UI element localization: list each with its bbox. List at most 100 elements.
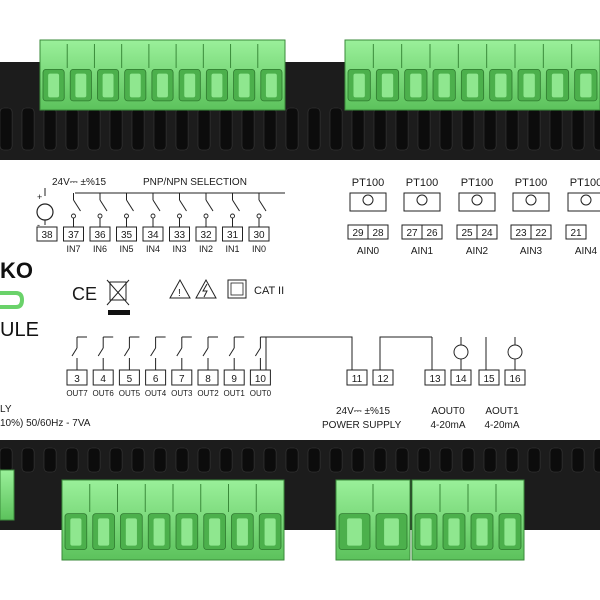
- output-channel-label: OUT5: [119, 389, 141, 398]
- pt100-label: PT100: [461, 177, 493, 189]
- analog-output-name: AOUT0: [431, 406, 465, 417]
- terminal-number: 12: [377, 374, 389, 385]
- terminal-box: [222, 226, 243, 242]
- analog-output-name: AOUT1: [485, 406, 519, 417]
- pt100-sensor-icon: [580, 194, 592, 206]
- analog-input-name: AIN4: [575, 246, 598, 257]
- terminal-block-edge[interactable]: [0, 469, 15, 521]
- weee-bin-icon: [106, 279, 130, 315]
- screw-slot: [48, 73, 60, 98]
- vent-slot: [505, 447, 519, 473]
- screw-slot: [476, 518, 488, 546]
- vent-slot: [461, 107, 475, 151]
- terminal-number: 5: [127, 374, 133, 385]
- terminal-number: 37: [68, 230, 80, 241]
- pt100-label: PT100: [570, 177, 600, 189]
- input-channel-label: IN2: [199, 244, 213, 254]
- ce-mark: CE: [72, 284, 97, 304]
- vent-slot: [593, 447, 600, 473]
- screw-slot: [347, 518, 362, 546]
- current-source-icon: [453, 344, 469, 360]
- input-switch-diagram: [71, 192, 285, 227]
- vent-slot: [0, 447, 13, 473]
- terminal-box: [248, 226, 270, 242]
- screw-slot: [98, 518, 110, 546]
- vent-slot: [373, 107, 387, 151]
- terminal-block-top-left[interactable]: [39, 39, 286, 111]
- screw-slot: [129, 73, 141, 98]
- terminal-box: [63, 226, 84, 242]
- vent-slot: [307, 447, 321, 473]
- vent-slot: [439, 447, 453, 473]
- terminal-number: 4: [100, 374, 106, 385]
- vent-slot: [571, 107, 585, 151]
- analog-input-name: AIN3: [520, 246, 543, 257]
- terminal-box: [116, 226, 137, 242]
- screw-slot: [438, 73, 450, 98]
- screw-slot: [504, 518, 516, 546]
- terminal-number: 16: [509, 374, 521, 385]
- vent-slot: [395, 107, 409, 151]
- vent-slot: [87, 107, 101, 151]
- vent-slot: [219, 107, 233, 151]
- analog-input-name: AIN0: [357, 246, 380, 257]
- category-label: CAT II: [254, 285, 284, 297]
- terminal-box: [424, 369, 446, 386]
- terminal-box: [367, 224, 389, 240]
- vent-slot: [593, 107, 600, 151]
- vent-slot: [153, 447, 167, 473]
- terminal-block-analog-out[interactable]: [411, 479, 525, 561]
- terminal-box: [530, 224, 552, 240]
- input-channel-label: IN5: [119, 244, 133, 254]
- screw-slot: [236, 518, 248, 546]
- vent-slot: [439, 107, 453, 151]
- input-channel-label: IN4: [146, 244, 160, 254]
- vent-slot: [153, 107, 167, 151]
- terminal-box: [476, 224, 498, 240]
- terminal-box: [223, 369, 245, 386]
- output-channel-label: OUT0: [250, 389, 272, 398]
- screw-slot: [420, 518, 432, 546]
- output-channel-label: OUT3: [171, 389, 193, 398]
- terminal-block-top-right[interactable]: [344, 39, 600, 111]
- terminal-number: 32: [200, 230, 212, 241]
- vent-slot: [43, 107, 57, 151]
- screw-slot: [551, 73, 564, 98]
- terminal-number: 28: [372, 228, 384, 239]
- pt100-label: PT100: [515, 177, 547, 189]
- vent-slot: [65, 107, 79, 151]
- screw-slot: [181, 518, 193, 546]
- terminal-number: 25: [461, 228, 473, 239]
- vent-slots-bottom: [0, 447, 600, 473]
- terminal-box: [197, 369, 219, 386]
- terminal-number: 26: [426, 228, 438, 239]
- supply-note-line2: 10%) 50/60Hz - 7VA: [0, 418, 91, 429]
- screw-slot: [495, 73, 507, 98]
- terminal-block-bottom-left[interactable]: [61, 479, 285, 561]
- vent-slot: [571, 447, 585, 473]
- terminal-box: [372, 369, 394, 386]
- terminal-block-power[interactable]: [335, 479, 411, 561]
- vent-slot: [285, 447, 299, 473]
- vent-slot: [549, 447, 563, 473]
- screw-slot: [353, 73, 365, 98]
- terminal-number: 8: [205, 374, 211, 385]
- vent-slot: [131, 107, 145, 151]
- terminal-box: [421, 224, 443, 240]
- brand-logo-mark: [0, 291, 25, 309]
- vent-slot: [285, 107, 299, 151]
- input-supply-label: 24V⎓ ±%15: [52, 177, 106, 188]
- terminal-box: [89, 226, 111, 242]
- terminal-box: [249, 369, 271, 386]
- output-channel-label: OUT1: [224, 389, 246, 398]
- vent-slot: [527, 447, 541, 473]
- screw-slot: [384, 518, 399, 546]
- input-channel-label: IN6: [93, 244, 107, 254]
- terminal-number: 7: [179, 374, 185, 385]
- pt100-sensor-icon: [525, 194, 537, 206]
- vent-slot: [43, 447, 57, 473]
